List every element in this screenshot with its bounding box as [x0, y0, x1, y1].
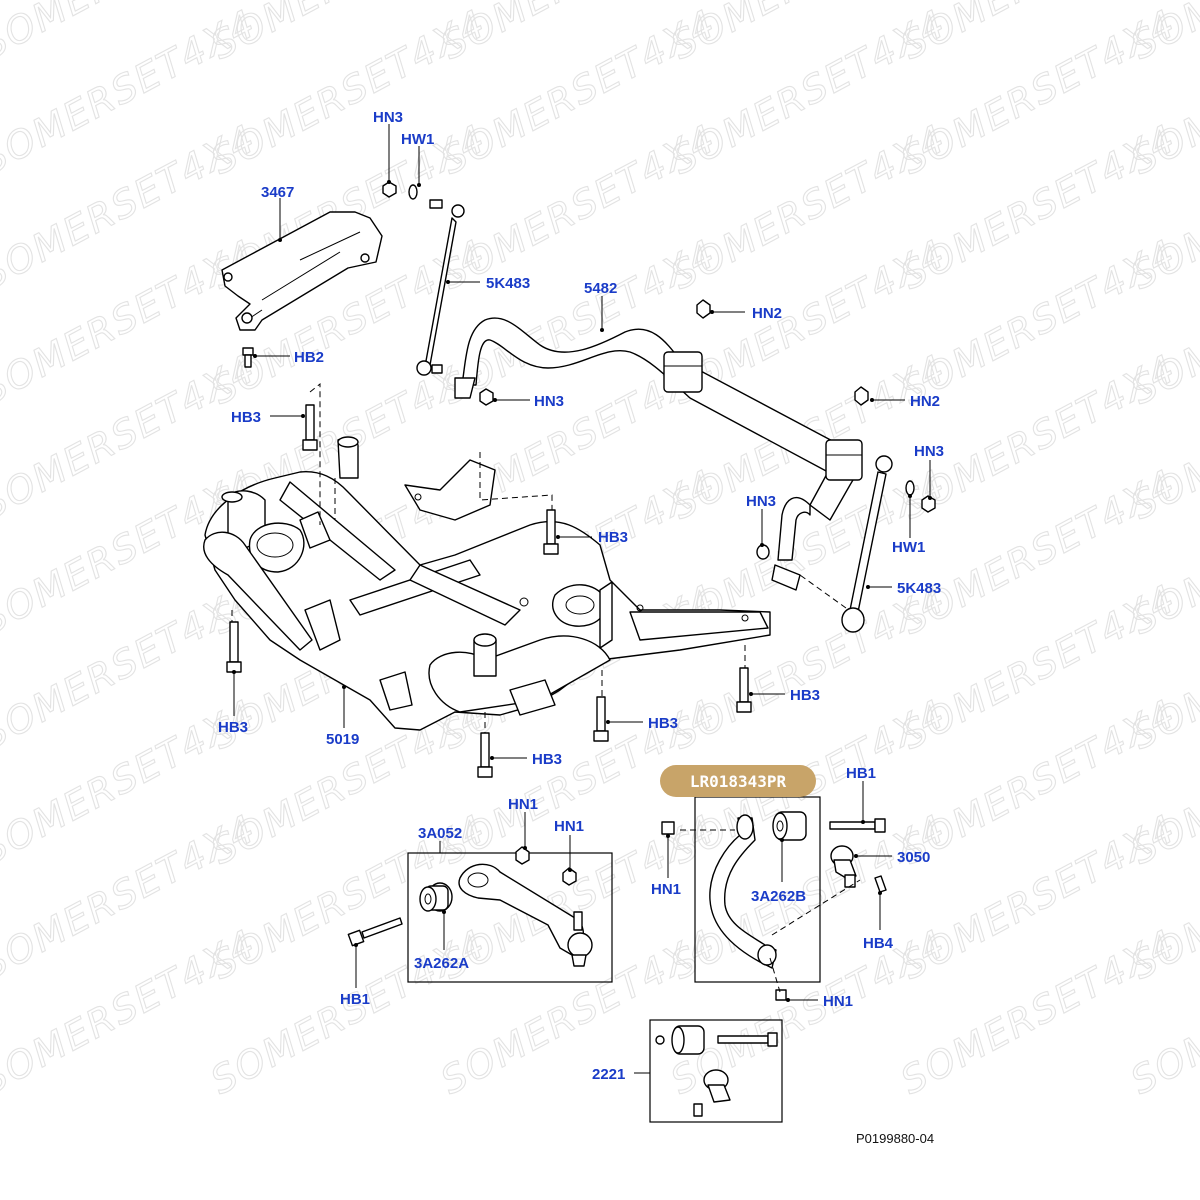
- bolt-hb3-c[interactable]: [226, 621, 242, 673]
- kit-2221[interactable]: [655, 1025, 778, 1117]
- bolt-hb4[interactable]: [874, 875, 887, 893]
- label-hb4: HB4: [863, 935, 894, 952]
- label-hb3-d: HB3: [790, 687, 820, 704]
- nut-hn1-b[interactable]: [562, 867, 577, 886]
- label-hn3-top: HN3: [373, 109, 403, 126]
- ball-joint-3050[interactable]: [830, 845, 857, 888]
- label-hn1-b: HN1: [554, 818, 584, 835]
- label-3a262a: 3A262A: [414, 955, 469, 972]
- label-hn1-c: HN1: [651, 881, 681, 898]
- bolt-hb1-top[interactable]: [829, 818, 886, 833]
- bolt-hb3-a[interactable]: [302, 404, 318, 451]
- nut-hn3-mid[interactable]: [479, 388, 494, 406]
- box-2221: [649, 1019, 783, 1123]
- stabilizer-bar-5482[interactable]: [454, 317, 863, 591]
- nut-hn3-right2[interactable]: [756, 544, 770, 560]
- label-hn2-b: HN2: [910, 393, 940, 410]
- label-3050: 3050: [897, 849, 930, 866]
- diagram-reference: P0199880-04: [856, 1131, 934, 1146]
- skid-plate-3467[interactable]: [221, 211, 383, 331]
- bolt-hb3-d[interactable]: [736, 667, 752, 713]
- label-hw1-top: HW1: [401, 131, 434, 148]
- label-hb2: HB2: [294, 349, 324, 366]
- label-hn3-mid: HN3: [534, 393, 564, 410]
- label-3a262b: 3A262B: [751, 888, 806, 905]
- label-hn3-right2: HN3: [746, 493, 776, 510]
- label-hb3-e: HB3: [648, 715, 678, 732]
- label-hn3-right: HN3: [914, 443, 944, 460]
- lower-arm-3a052[interactable]: [458, 863, 593, 967]
- part-number-badge[interactable]: [660, 765, 816, 797]
- label-hb3-f: HB3: [532, 751, 562, 768]
- label-3a052: 3A052: [418, 825, 462, 842]
- part-number-badge-text: LR018343PR: [690, 772, 787, 791]
- label-hw1-right: HW1: [892, 539, 925, 556]
- bolt-hb2[interactable]: [242, 347, 254, 368]
- bolt-hb3-e[interactable]: [593, 696, 609, 742]
- label-hb1-left: HB1: [340, 991, 370, 1008]
- callout-labels: HN3 HW1 3467 5K483 5482 HN2 HB2 HN3 HN2 …: [218, 109, 944, 1083]
- nut-hn3-right[interactable]: [921, 495, 936, 513]
- upper-arm[interactable]: [709, 814, 777, 969]
- label-5019: 5019: [326, 731, 359, 748]
- label-hn1-a: HN1: [508, 796, 538, 813]
- bolt-hb1-left[interactable]: [347, 917, 403, 947]
- crossmember-5019[interactable]: [203, 436, 771, 731]
- washer-hw1-top[interactable]: [408, 184, 418, 200]
- label-hn1-d: HN1: [823, 993, 853, 1010]
- nut-hn1-c[interactable]: [661, 821, 675, 835]
- label-hb1-top: HB1: [846, 765, 876, 782]
- label-2221: 2221: [592, 1066, 625, 1083]
- label-hn2-a: HN2: [752, 305, 782, 322]
- bushing-3a262a[interactable]: [419, 882, 453, 912]
- nut-hn1-d[interactable]: [775, 989, 787, 1001]
- label-5482: 5482: [584, 280, 617, 297]
- stabilizer-link-right[interactable]: [841, 455, 893, 633]
- label-5k483-right: 5K483: [897, 580, 941, 597]
- washer-hw1-right[interactable]: [905, 480, 915, 496]
- bushing-3a262b[interactable]: [772, 811, 807, 841]
- bolt-hb3-b[interactable]: [543, 509, 559, 555]
- nut-hn1-a[interactable]: [515, 846, 530, 865]
- label-hb3-b: HB3: [598, 529, 628, 546]
- label-3467: 3467: [261, 184, 294, 201]
- nut-hn3-top[interactable]: [382, 181, 397, 198]
- label-5k483-top: 5K483: [486, 275, 530, 292]
- box-3a052: [407, 852, 613, 983]
- stabilizer-link-left[interactable]: [416, 199, 465, 376]
- leader-lines: [232, 124, 932, 1074]
- label-hb3-a: HB3: [231, 409, 261, 426]
- nut-hn2-a[interactable]: [696, 299, 711, 319]
- nut-hn2-b[interactable]: [854, 386, 869, 406]
- label-hb3-c: HB3: [218, 719, 248, 736]
